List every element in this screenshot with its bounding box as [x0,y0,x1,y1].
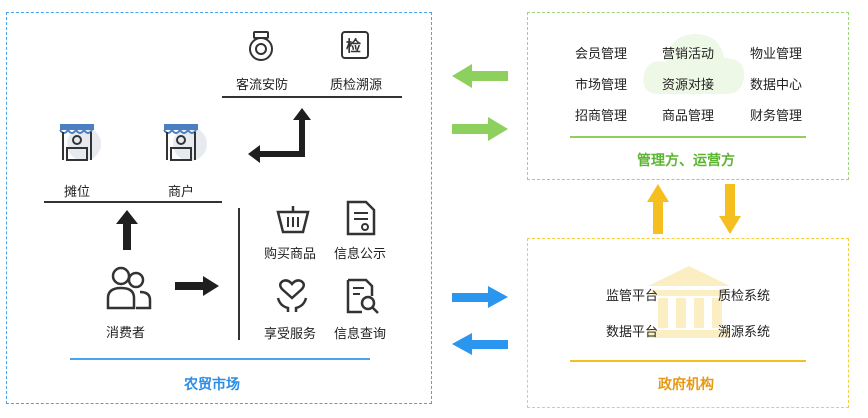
market-title-line [70,358,370,360]
management-title: 管理方、运营方 [637,153,735,169]
arrow-orange-up [647,184,669,234]
cloud-icon [640,22,750,102]
search-document-icon [346,278,380,316]
top-item-label-security: 客流安防 [236,78,289,93]
market-panel [6,12,432,404]
heart-hand-icon [276,278,308,314]
users-icon [106,262,152,312]
gov-item: 质检系统 [718,289,771,304]
gov-item: 溯源系统 [718,325,771,340]
merchant-icon [162,120,207,164]
consumer-label: 消费者 [106,326,146,341]
inspection-glyph: 检 [346,37,362,55]
gov-title-line [570,360,806,362]
inspection-tag-icon: 检 [340,30,370,60]
mgmt-item: 招商管理 [575,109,628,124]
stall-icon [58,120,101,164]
mgmt-item: 资源对接 [662,78,715,93]
mgmt-item: 财务管理 [750,109,803,124]
security-camera-icon [246,30,276,62]
mgmt-title-line [570,136,806,138]
notice-document-icon [346,200,376,236]
arrow-blue-left [452,333,508,355]
vendor-divider [44,201,222,203]
right-arrow [175,276,219,296]
services-divider [238,208,240,340]
service-label-notice: 信息公示 [334,247,387,262]
government-panel [527,238,849,408]
arrow-blue-right [452,286,508,308]
gov-item: 监管平台 [606,289,659,304]
service-label-enjoy: 享受服务 [264,327,317,342]
gov-item: 数据平台 [606,325,659,340]
arrow-green-left [452,64,508,88]
service-label-query: 信息查询 [334,327,387,342]
government-title: 政府机构 [658,377,714,393]
management-panel [527,12,849,180]
top-divider [222,96,402,98]
government-building-icon [644,264,734,344]
up-arrow [116,210,138,250]
top-item-label-inspection: 质检溯源 [330,78,383,93]
arrow-green-right [452,117,508,141]
shopping-basket-icon [276,202,310,234]
market-title: 农贸市场 [184,377,240,393]
l-shaped-arrow [246,108,318,166]
mgmt-item: 会员管理 [575,47,628,62]
mgmt-item: 营销活动 [662,47,715,62]
mgmt-item: 物业管理 [750,47,803,62]
service-label-buy: 购买商品 [264,247,317,262]
mgmt-item: 商品管理 [662,109,715,124]
mgmt-item: 数据中心 [750,78,803,93]
arrow-orange-down [719,184,741,234]
vendor-label-merchant: 商户 [168,185,195,200]
vendor-label-stall: 摊位 [64,185,91,200]
mgmt-item: 市场管理 [575,78,628,93]
